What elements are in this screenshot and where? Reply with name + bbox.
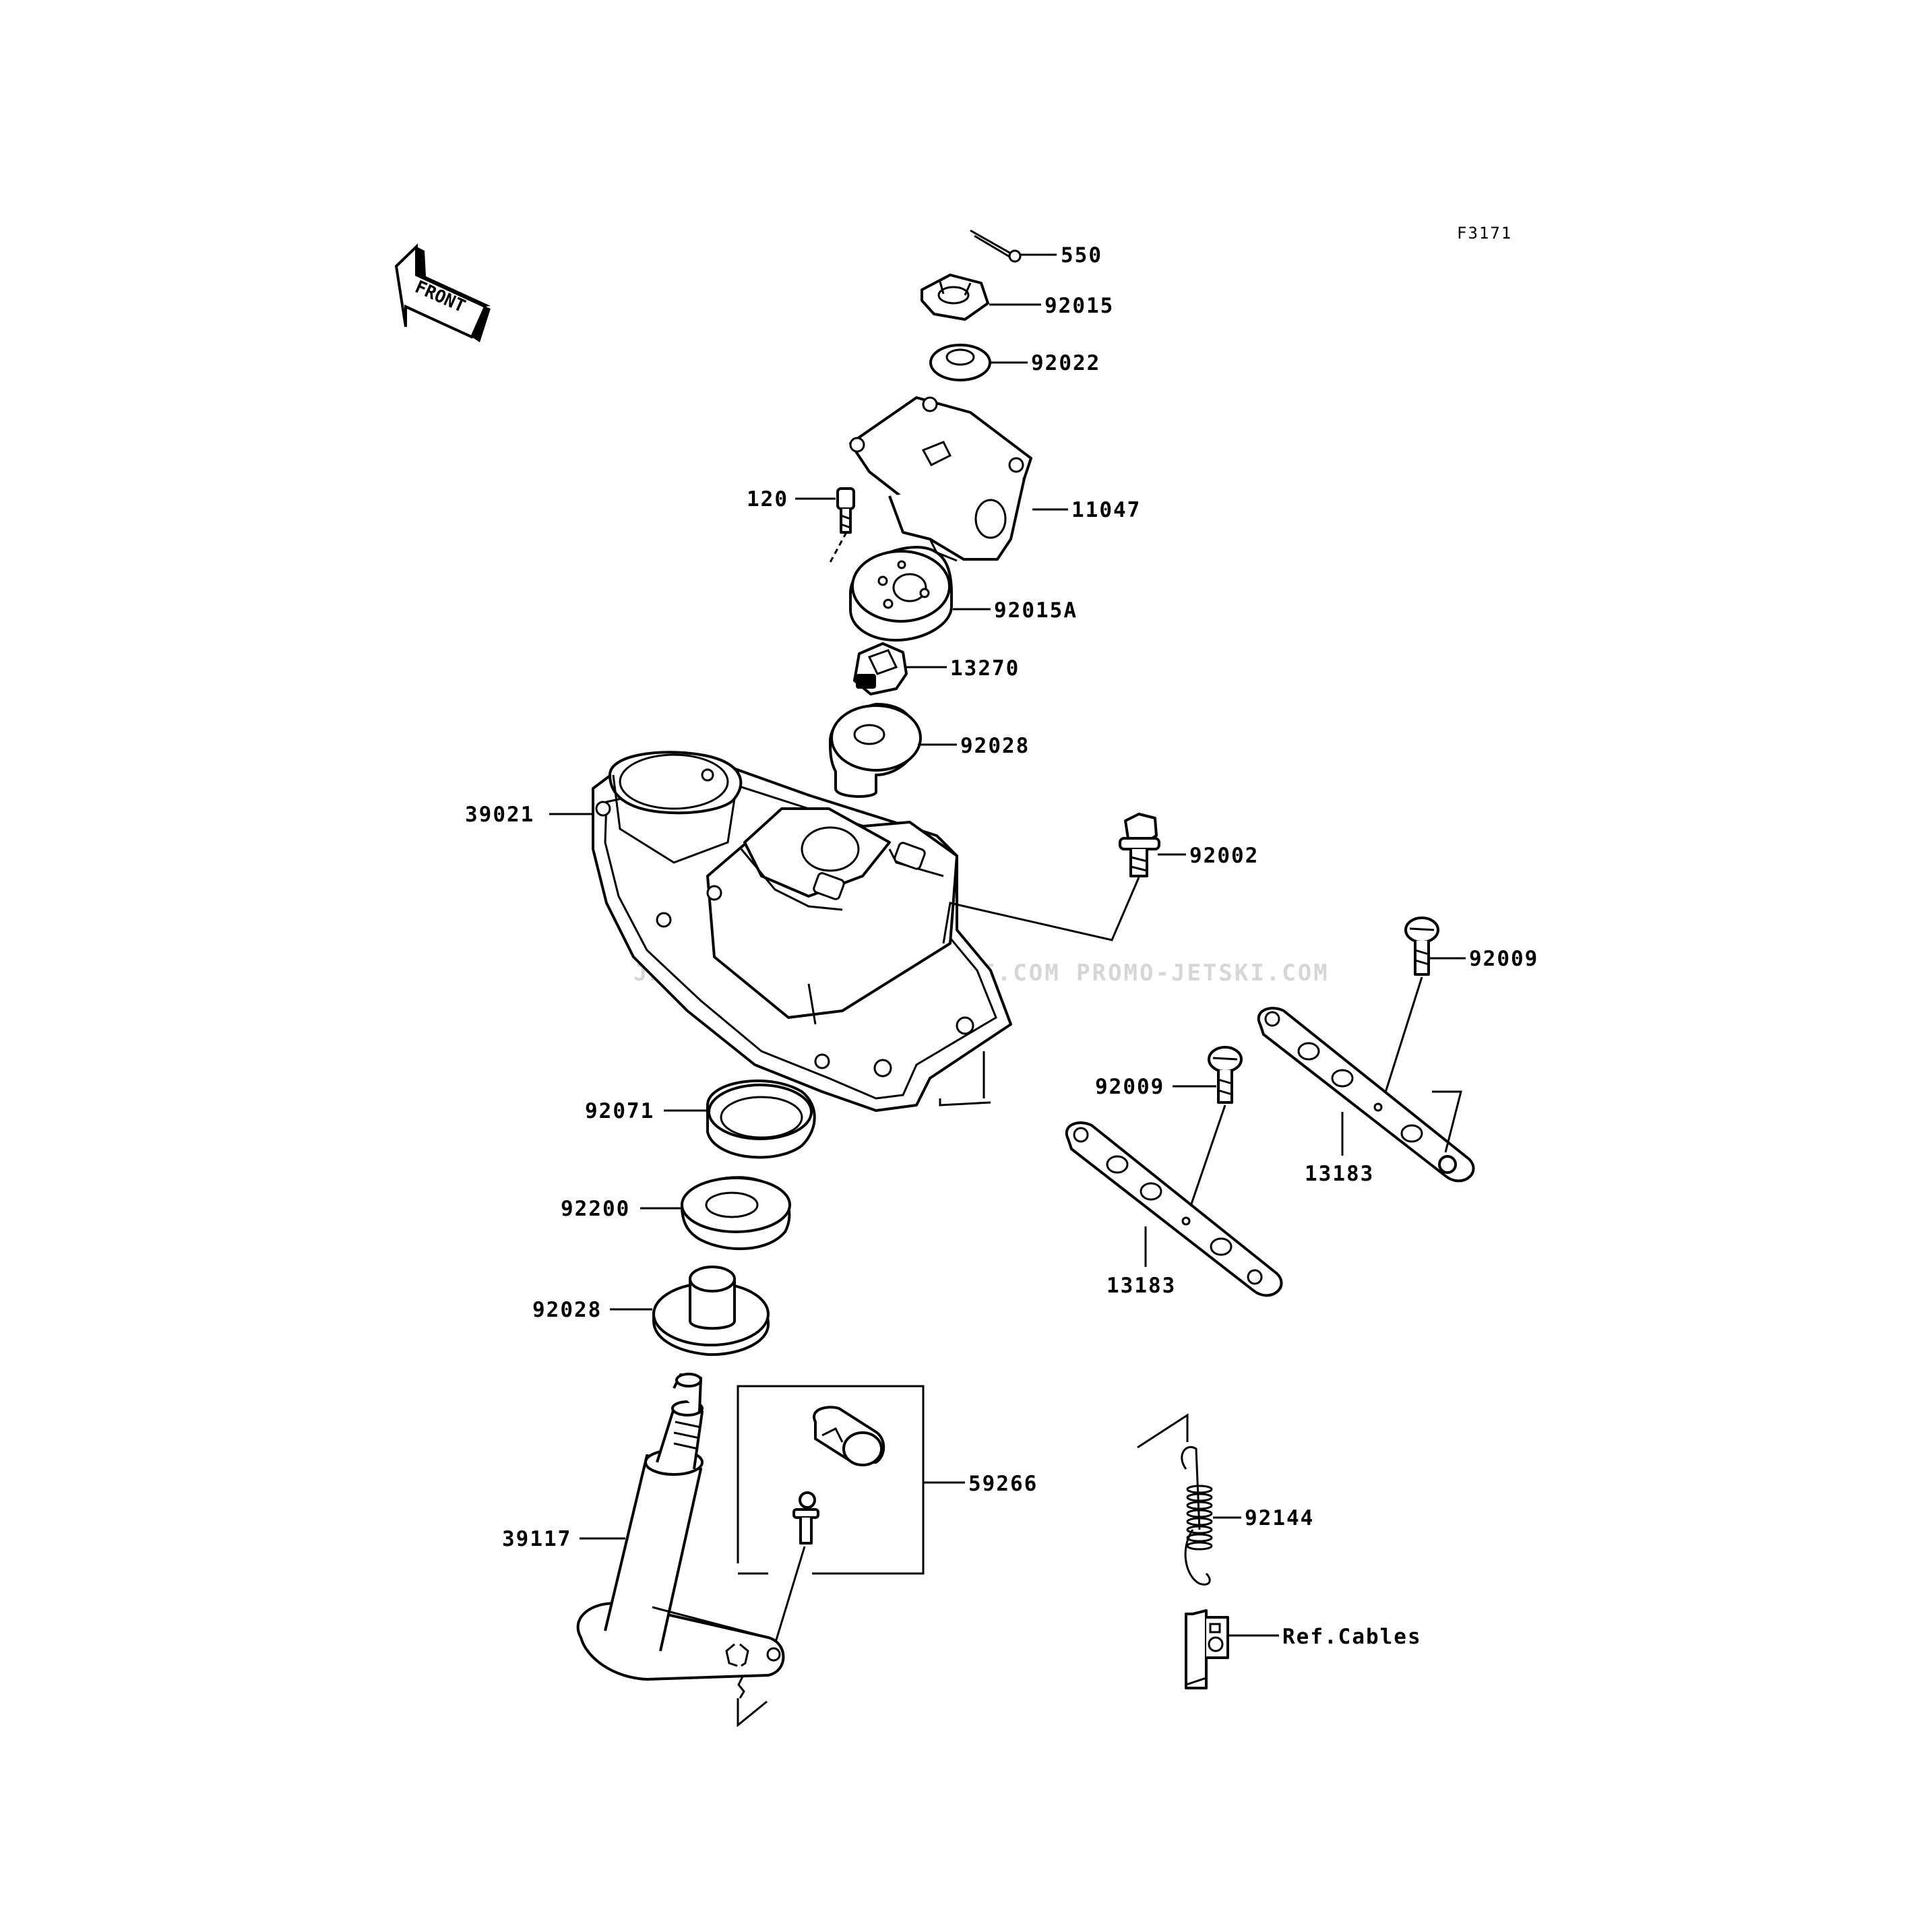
part-seal-92071 xyxy=(706,1079,816,1159)
callout-550: 550 xyxy=(1061,243,1102,268)
part-kit-box-59266 xyxy=(737,1385,925,1575)
part-cotter-pin xyxy=(970,229,1022,263)
callout-39021: 39021 xyxy=(465,803,534,827)
leader-39117-arm xyxy=(652,1606,769,1639)
leader-39021-foot xyxy=(939,1098,991,1107)
callout-120: 120 xyxy=(747,487,788,511)
callout-92009-left: 92009 xyxy=(1095,1075,1164,1099)
part-plate-13183-left xyxy=(1065,1121,1283,1297)
callout-92028-bottom: 92028 xyxy=(532,1298,602,1322)
part-plate-92015A xyxy=(849,546,953,642)
part-shaft-39117 xyxy=(576,1373,785,1699)
callout-59266: 59266 xyxy=(968,1472,1038,1496)
figure-code: F3171 xyxy=(1457,224,1512,243)
part-screw-92009-left xyxy=(1208,1046,1243,1104)
part-bracket-11047 xyxy=(849,396,1032,562)
callout-92002: 92002 xyxy=(1189,844,1259,868)
leader-92144-top xyxy=(1137,1413,1189,1449)
part-bushing-92028-bottom xyxy=(652,1266,770,1357)
callout-92144: 92144 xyxy=(1245,1506,1314,1530)
leader-120-dash xyxy=(828,532,848,565)
callout-92028-top: 92028 xyxy=(960,734,1030,758)
part-bolt-92002 xyxy=(1119,813,1160,877)
callout-39117: 39117 xyxy=(502,1527,571,1551)
leader-39021-inner xyxy=(807,983,817,1025)
part-bushing-92028-top xyxy=(829,703,922,798)
leader-92002-drop xyxy=(942,877,1140,944)
callout-ref-cables: Ref.Cables xyxy=(1282,1625,1422,1649)
callout-92015: 92015 xyxy=(1045,294,1114,318)
leader-92009-left-drop xyxy=(1185,1104,1226,1220)
callout-92200: 92200 xyxy=(561,1197,630,1221)
part-bolt-120 xyxy=(836,487,855,534)
callout-92071: 92071 xyxy=(585,1099,654,1123)
callout-13270: 13270 xyxy=(950,656,1020,681)
leader-39117-pin xyxy=(737,1698,768,1728)
part-housing-39021 xyxy=(592,751,1012,1112)
callout-13183-right: 13183 xyxy=(1305,1162,1374,1186)
part-spring-92144 xyxy=(1181,1445,1213,1586)
callout-13183-left: 13183 xyxy=(1107,1274,1176,1298)
callout-11047: 11047 xyxy=(1071,498,1141,522)
part-screw-92009-right xyxy=(1404,916,1439,976)
callout-92015A: 92015A xyxy=(994,598,1078,623)
front-arrow-icon: FRONT xyxy=(394,243,491,342)
part-washer-92200 xyxy=(681,1176,791,1251)
part-plate-13183-right xyxy=(1257,1007,1475,1183)
callout-92022: 92022 xyxy=(1031,351,1100,375)
leader-59266-drop xyxy=(774,1546,806,1645)
part-block-13270 xyxy=(853,642,908,695)
part-cable-bracket xyxy=(1185,1609,1229,1689)
callout-92009-right: 92009 xyxy=(1469,947,1538,971)
part-washer-92022 xyxy=(929,344,991,381)
part-castle-nut xyxy=(921,274,989,321)
leader-13183-right-bracket xyxy=(1432,1090,1462,1153)
leader-92009-right-drop xyxy=(1380,976,1423,1106)
